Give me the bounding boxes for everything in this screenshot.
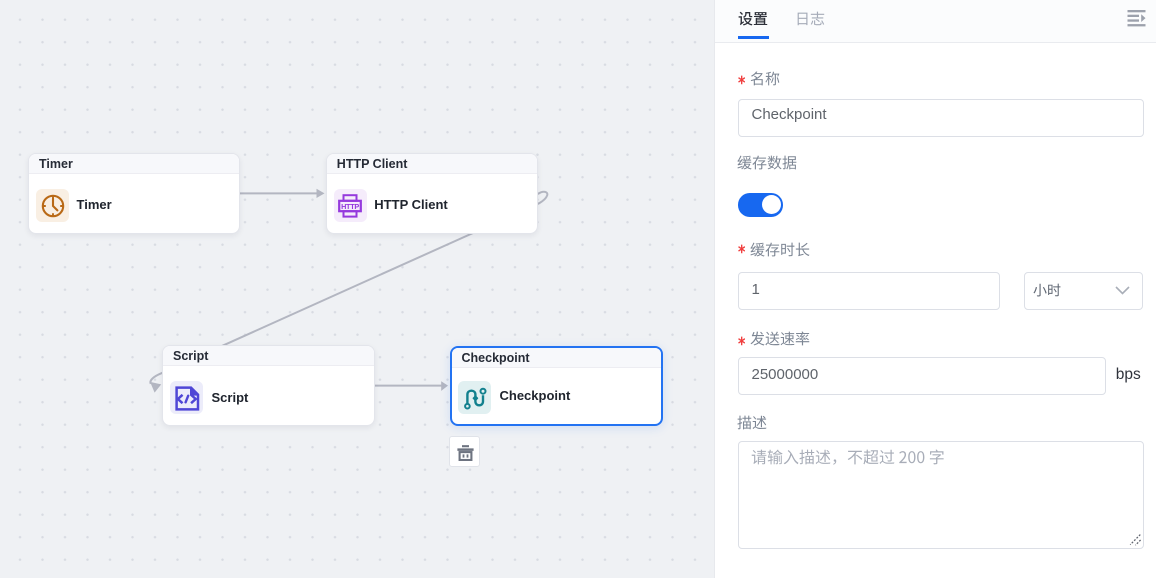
svg-text:HTTP: HTTP [341,201,359,210]
